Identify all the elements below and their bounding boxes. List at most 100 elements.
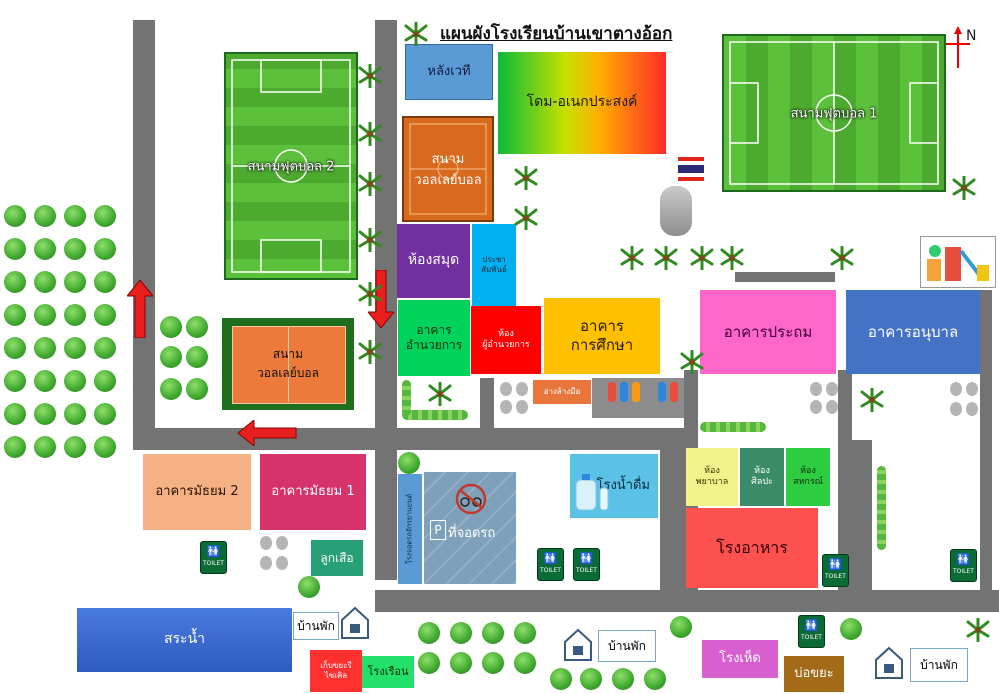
education-building: อาคาร การศึกษา [544, 298, 660, 374]
stepping-stone [516, 382, 528, 396]
art-room: ห้อง ศิลปะ [740, 448, 784, 506]
canteen-label: โรงอาหาร [716, 538, 788, 557]
tree-icon [186, 346, 208, 368]
toilet-icon: 🚻TOILET [200, 541, 227, 574]
car-park-row [592, 378, 684, 418]
parking-icon: P [430, 520, 446, 540]
tree-icon [186, 378, 208, 400]
playground-icon [920, 236, 996, 288]
education-label-1: อาคาร [580, 317, 624, 336]
scout-label: ลูกเสือ [320, 550, 354, 565]
boathouse-building: โรงเรือน [362, 656, 414, 688]
library-building: ห้องสมุด [397, 224, 470, 298]
mushroom-label: โรงเห็ด [719, 650, 761, 666]
palm-tree-icon [358, 63, 382, 89]
tree-icon [64, 370, 86, 392]
tree-icon [4, 436, 26, 458]
secondary-2-building: อาคารมัธยม 2 [143, 454, 251, 530]
tree-icon [34, 436, 56, 458]
palm-tree-icon [358, 339, 382, 365]
handwash-area: อ่างล้างมือ [533, 380, 591, 404]
toilet-label: TOILET [953, 568, 974, 575]
stepping-stone [810, 382, 822, 396]
hedge [700, 422, 766, 432]
bike-shed: โรงจอดรถจักรยานยนต์ [398, 474, 422, 584]
road-east-top [735, 272, 835, 282]
palm-tree-icon [860, 387, 884, 413]
palm-tree-icon [404, 21, 428, 47]
stepping-stone [260, 556, 272, 570]
secondary-1-building: อาคารมัธยม 1 [260, 454, 366, 530]
pool-label: สระน้ำ [163, 631, 205, 648]
drinking-water-building: โรงน้ำดื่ม [570, 454, 658, 518]
palm-tree-icon [514, 165, 538, 191]
tree-icon [34, 304, 56, 326]
stepping-stone [826, 400, 838, 414]
tree-icon [4, 271, 26, 293]
football-field-2: สนามฟุตบอล 2 [224, 52, 358, 280]
kindergarten-label: อาคารอนุบาล [867, 322, 959, 341]
tree-icon [94, 271, 116, 293]
pr-label-1: ประชา [482, 255, 506, 264]
house-icon [874, 646, 904, 680]
parking-label: ที่จอดรถ [448, 526, 496, 541]
car-icon [632, 382, 640, 402]
volleyball-left-label-2: วอลเลย์บอล [257, 366, 319, 380]
backstage-label: หลังเวที [427, 63, 471, 79]
art-label-1: ห้อง [754, 465, 770, 476]
stepping-stone [500, 382, 512, 396]
volleyball-top-label-2: วอลเลย์บอล [414, 173, 482, 188]
thai-flag-icon [678, 157, 704, 185]
tree-icon [34, 337, 56, 359]
tree-icon [450, 622, 472, 644]
tree-icon [34, 403, 56, 425]
tree-icon [64, 436, 86, 458]
coop-room: ห้อง สหกรณ์ [786, 448, 830, 506]
volleyball-left-label-1: สนาม [272, 347, 304, 361]
admin-building: อาคาร อำนวยการ [398, 300, 470, 376]
volleyball-court-left: สนาม วอลเลย์บอล [222, 318, 354, 410]
hedge [402, 410, 468, 420]
house-icon [340, 606, 370, 640]
tree-icon [4, 304, 26, 326]
stepping-stone [810, 400, 822, 414]
road-handwash-strip [480, 378, 494, 428]
tree-icon [94, 304, 116, 326]
stepping-stone [966, 402, 978, 416]
boathouse-label: โรงเรือน [367, 665, 409, 679]
tree-icon [160, 346, 182, 368]
toilet-icon: 🚻TOILET [798, 615, 825, 648]
car-icon [658, 382, 666, 402]
palm-tree-icon [358, 121, 382, 147]
north-label: N [966, 28, 977, 44]
tree-icon [64, 271, 86, 293]
road-horizontal-mid [133, 428, 693, 450]
admin-label-2: อำนวยการ [405, 338, 463, 352]
house-label-2: บ้านพัก [598, 630, 656, 662]
no-bicycle-icon [455, 483, 487, 515]
tree-icon [34, 370, 56, 392]
director-label-2: ผู้อำนวยการ [482, 340, 530, 350]
road-east-side [980, 290, 992, 610]
hedge [402, 380, 411, 416]
tree-icon [64, 403, 86, 425]
palm-tree-icon [654, 245, 678, 271]
tree-icon [580, 668, 602, 690]
palm-tree-icon [358, 281, 382, 307]
map-title: แผนผังโรงเรียนบ้านเขาตางอ้อก [440, 24, 673, 44]
tree-icon [94, 238, 116, 260]
tree-icon [482, 622, 504, 644]
backstage-building: หลังเวที [405, 44, 493, 100]
pr-label-2: สัมพันธ์ [481, 265, 507, 274]
stepping-stone [966, 382, 978, 396]
tree-icon [94, 370, 116, 392]
tree-icon [34, 205, 56, 227]
palm-tree-icon [680, 349, 704, 375]
tree-icon [298, 576, 320, 598]
tree-icon [418, 652, 440, 674]
water-bottle-icon [575, 474, 609, 511]
waste-pit: บ่อขยะ [784, 656, 844, 692]
car-icon [670, 382, 678, 402]
toilet-label: TOILET [801, 634, 822, 641]
car-icon [608, 382, 616, 402]
